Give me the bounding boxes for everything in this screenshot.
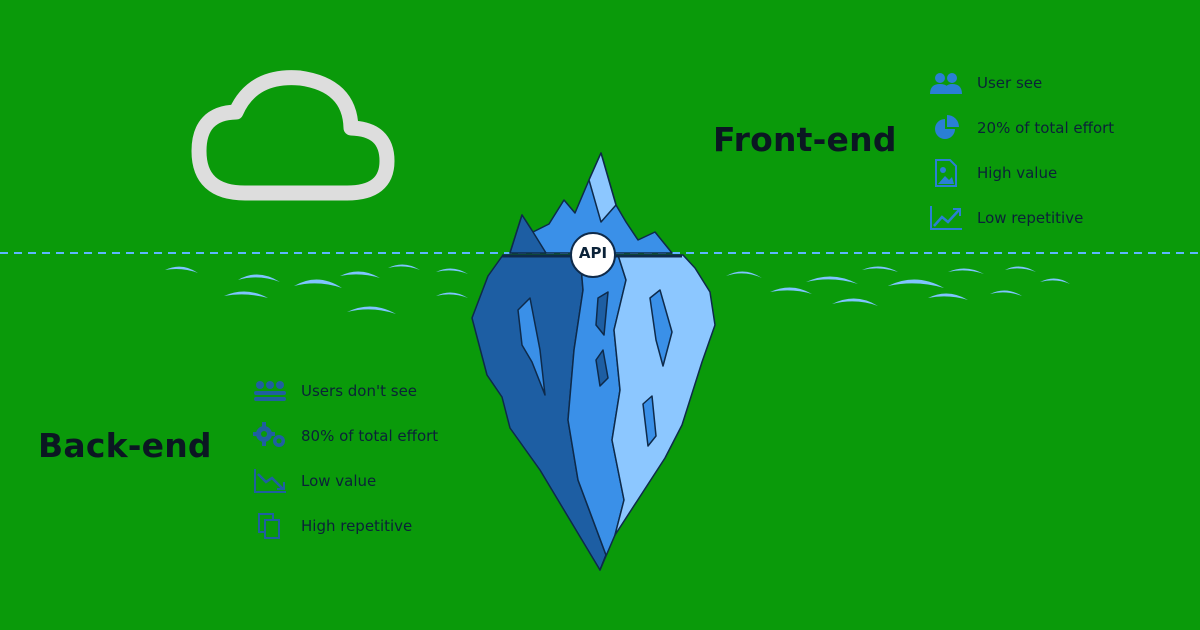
- api-label: API: [578, 244, 608, 262]
- legend-item: 20% of total effort: [928, 105, 1114, 150]
- waves: [165, 264, 1070, 314]
- copy-icon: [252, 511, 288, 541]
- legend-label: Low repetitive: [977, 208, 1084, 227]
- iceberg-body-light: [611, 254, 716, 536]
- legend-item: Low repetitive: [928, 195, 1114, 240]
- cloud-icon: [191, 70, 395, 201]
- users-group-icon: [252, 376, 288, 406]
- legend-label: Low value: [301, 471, 377, 490]
- legend-label: Users don't see: [301, 381, 418, 400]
- legend-label: 20% of total effort: [977, 118, 1115, 137]
- legend-label: User see: [977, 73, 1043, 92]
- trend-up-icon: [928, 203, 964, 233]
- legend-item: User see: [928, 60, 1114, 105]
- iceberg-tip-shade: [588, 152, 617, 223]
- iceberg-tip-dark: [509, 214, 547, 254]
- back-end-heading: Back-end: [38, 426, 212, 465]
- legend-item: Low value: [252, 458, 438, 503]
- front-end-legend: User see 20% of total effort High value …: [928, 60, 1114, 240]
- legend-label: High repetitive: [301, 516, 413, 535]
- iceberg: [471, 152, 716, 571]
- legend-item: High repetitive: [252, 503, 438, 548]
- ice-crack: [642, 395, 657, 447]
- ice-crack: [595, 349, 609, 387]
- legend-label: High value: [977, 163, 1058, 182]
- ice-crack: [595, 291, 609, 336]
- front-end-heading: Front-end: [713, 120, 897, 159]
- gears-icon: [252, 421, 288, 451]
- pie-chart-icon: [928, 113, 964, 143]
- image-file-icon: [928, 158, 964, 188]
- legend-label: 80% of total effort: [301, 426, 439, 445]
- api-badge: [570, 232, 616, 278]
- legend-item: 80% of total effort: [252, 413, 438, 458]
- legend-item: High value: [928, 150, 1114, 195]
- back-end-legend: Users don't see 80% of total effort Low …: [252, 368, 438, 548]
- users-icon: [928, 68, 964, 98]
- ice-crack: [517, 297, 546, 396]
- ice-crack: [649, 289, 673, 367]
- legend-item: Users don't see: [252, 368, 438, 413]
- trend-down-icon: [252, 466, 288, 496]
